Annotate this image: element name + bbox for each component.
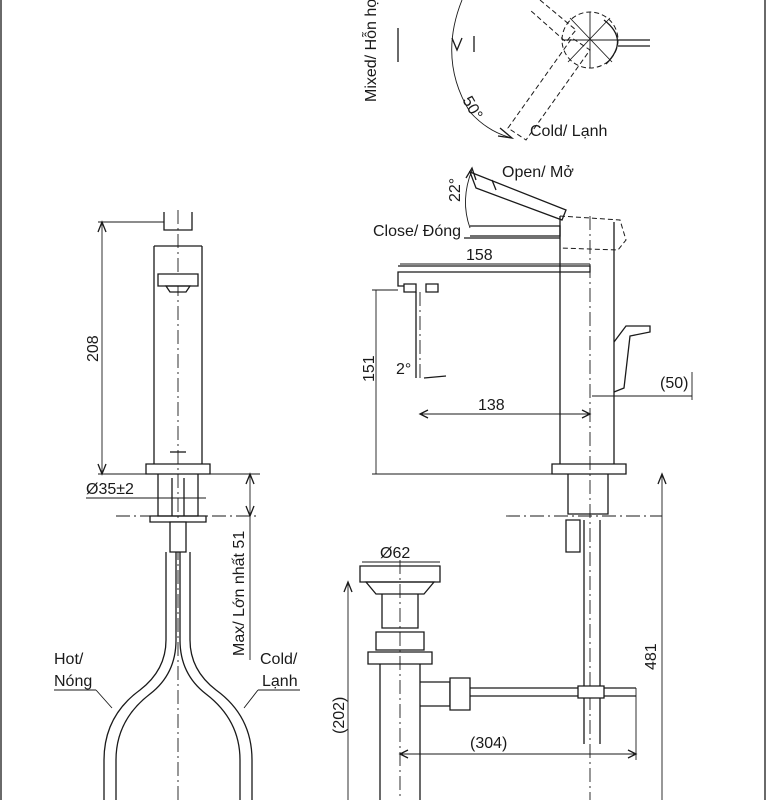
drain-assembly: Ø62 (202) (304) bbox=[331, 545, 638, 800]
label-dim-158: 158 bbox=[466, 247, 493, 264]
top-view: Mixed/ Hỗn hợp 50° Cold/ Lạnh bbox=[361, 0, 650, 141]
cold-leader bbox=[243, 689, 259, 709]
aerator bbox=[403, 283, 439, 293]
dim-51-arrows bbox=[245, 472, 255, 518]
arc-arrow-top bbox=[451, 37, 463, 52]
side-view: Open/ Mở 22° Close/ Đóng 158 2° (50) 138 bbox=[361, 164, 693, 800]
label-dim-202: (202) bbox=[331, 697, 348, 734]
angle-2-arrow bbox=[423, 375, 447, 379]
label-dim-208: 208 bbox=[85, 335, 102, 362]
side-shank bbox=[567, 474, 609, 515]
label-cold: Cold/ bbox=[260, 651, 298, 668]
dim-202-arrow bbox=[343, 580, 353, 593]
pivot-nut bbox=[449, 677, 471, 711]
label-dim-304: (304) bbox=[470, 735, 507, 752]
dim-304-arrows bbox=[398, 749, 638, 759]
drain-pipe bbox=[379, 664, 421, 800]
cartridge-arc bbox=[603, 19, 619, 65]
label-dia-35: Ø35±2 bbox=[86, 481, 134, 498]
open-angle-arc bbox=[465, 169, 473, 229]
cold-hose-outer bbox=[189, 552, 253, 800]
cold-hose-inner bbox=[179, 552, 241, 800]
rotation-arc bbox=[451, 0, 513, 139]
lever-open bbox=[468, 170, 567, 221]
label-angle-22: 22° bbox=[447, 178, 464, 202]
dim-138-arrows bbox=[418, 409, 592, 419]
arc-arrow-bottom bbox=[497, 127, 515, 139]
front-shank-inner bbox=[171, 478, 185, 516]
pivot-clip bbox=[577, 685, 605, 699]
label-cold-vn: Lạnh bbox=[262, 673, 298, 690]
open-angle-arrow bbox=[465, 166, 477, 181]
drain-nuts bbox=[367, 631, 433, 665]
label-close: Close/ Đóng bbox=[373, 223, 461, 240]
label-dim-151: 151 bbox=[361, 355, 378, 382]
label-mixed: Mixed/ Hỗn hợp bbox=[361, 0, 380, 102]
rear-handle bbox=[613, 325, 651, 393]
label-max-51: Max/ Lớn nhất 51 bbox=[231, 531, 248, 656]
label-angle-2: 2° bbox=[396, 361, 411, 378]
hot-leader bbox=[95, 689, 113, 709]
front-counter-nut bbox=[149, 515, 207, 523]
side-hose-connector bbox=[565, 519, 581, 553]
label-dim-481: 481 bbox=[643, 643, 660, 670]
label-dia-62: Ø62 bbox=[380, 545, 410, 562]
label-dim-50: (50) bbox=[660, 375, 688, 392]
front-aerator bbox=[164, 285, 192, 293]
hot-hose-outer bbox=[103, 552, 167, 800]
front-view: 208 Ø35±2 Max/ Lớn nhất 51 Hot/ Nóng Col… bbox=[54, 210, 300, 800]
side-base bbox=[551, 463, 627, 475]
label-open: Open/ Mở bbox=[502, 164, 574, 181]
drain-flange bbox=[364, 581, 436, 595]
front-top-cap bbox=[163, 212, 193, 231]
spout bbox=[397, 265, 591, 287]
hot-hose-inner bbox=[115, 552, 177, 800]
cartridge-hatch bbox=[562, 12, 618, 68]
dim-481-arrow bbox=[657, 472, 667, 485]
front-hose-connector bbox=[169, 521, 187, 553]
label-hot-vn: Nóng bbox=[54, 673, 92, 690]
lever-grip bbox=[491, 179, 497, 191]
front-body bbox=[153, 245, 203, 464]
lever-closed bbox=[470, 225, 561, 237]
front-spout-outlet bbox=[157, 273, 199, 287]
pivot-housing bbox=[420, 681, 451, 707]
label-dim-138: 138 bbox=[478, 397, 505, 414]
label-hot: Hot/ bbox=[54, 651, 84, 668]
label-cold-top: Cold/ Lạnh bbox=[530, 123, 607, 140]
body-head-dashed bbox=[559, 215, 627, 251]
